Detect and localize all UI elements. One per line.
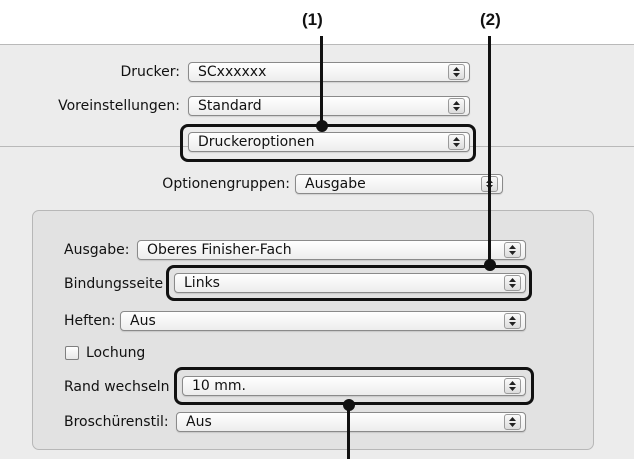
output-label: Ausgabe:	[64, 242, 130, 258]
margin-shift-popup[interactable]: 10 mm.	[182, 376, 526, 396]
popup-arrows-icon	[448, 98, 465, 114]
option-groups-popup[interactable]: Ausgabe	[295, 174, 503, 194]
output-popup[interactable]: Oberes Finisher-Fach	[137, 240, 526, 260]
top-separator	[0, 44, 634, 45]
callout-3-line	[347, 405, 350, 459]
callout-3-dot	[342, 399, 355, 411]
binding-label: Bindungsseite	[64, 276, 164, 292]
callout-2-dot	[483, 259, 496, 271]
popup-arrows-icon	[504, 275, 521, 291]
pane-value: Druckeroptionen	[198, 134, 315, 150]
popup-arrows-icon	[448, 134, 465, 150]
highlight-binding	[166, 265, 532, 301]
staple-value: Aus	[130, 313, 156, 329]
booklet-value: Aus	[186, 414, 212, 430]
staple-popup[interactable]: Aus	[120, 311, 526, 331]
pane-popup[interactable]: Druckeroptionen	[188, 132, 470, 152]
punch-checkbox[interactable]	[65, 346, 79, 360]
callout-1: (1)	[302, 10, 323, 29]
option-groups-value: Ausgabe	[305, 176, 366, 192]
output-value: Oberes Finisher-Fach	[147, 242, 292, 258]
presets-value: Standard	[198, 98, 262, 114]
popup-arrows-icon	[504, 242, 521, 258]
callout-2: (2)	[480, 10, 501, 29]
booklet-popup[interactable]: Aus	[176, 412, 526, 432]
callout-1-dot	[315, 120, 328, 132]
margin-shift-label: Rand wechseln	[64, 379, 170, 395]
popup-arrows-icon	[504, 313, 521, 329]
printer-label: Drucker:	[120, 64, 180, 80]
option-groups-label: Optionengruppen:	[162, 176, 290, 192]
staple-label: Heften:	[64, 313, 116, 329]
printer-value: SCxxxxxx	[198, 64, 267, 80]
callout-1-line	[320, 36, 323, 124]
binding-popup[interactable]: Links	[174, 273, 526, 293]
booklet-label: Broschürenstil:	[64, 414, 169, 430]
highlight-pane-menu	[180, 124, 476, 162]
binding-value: Links	[184, 275, 220, 291]
popup-arrows-icon	[504, 414, 521, 430]
binding-label-clip: Bindungsseite	[64, 273, 168, 293]
margin-label-clip: Rand wechseln	[64, 377, 175, 397]
highlight-margin-shift	[174, 367, 534, 405]
popup-arrows-icon	[504, 378, 521, 394]
printer-popup[interactable]: SCxxxxxx	[188, 62, 470, 82]
popup-arrows-icon	[448, 64, 465, 80]
margin-shift-value: 10 mm.	[192, 378, 246, 394]
presets-label: Voreinstellungen:	[58, 98, 180, 114]
callout-2-line	[488, 36, 491, 263]
punch-label: Lochung	[86, 345, 146, 361]
presets-popup[interactable]: Standard	[188, 96, 470, 116]
